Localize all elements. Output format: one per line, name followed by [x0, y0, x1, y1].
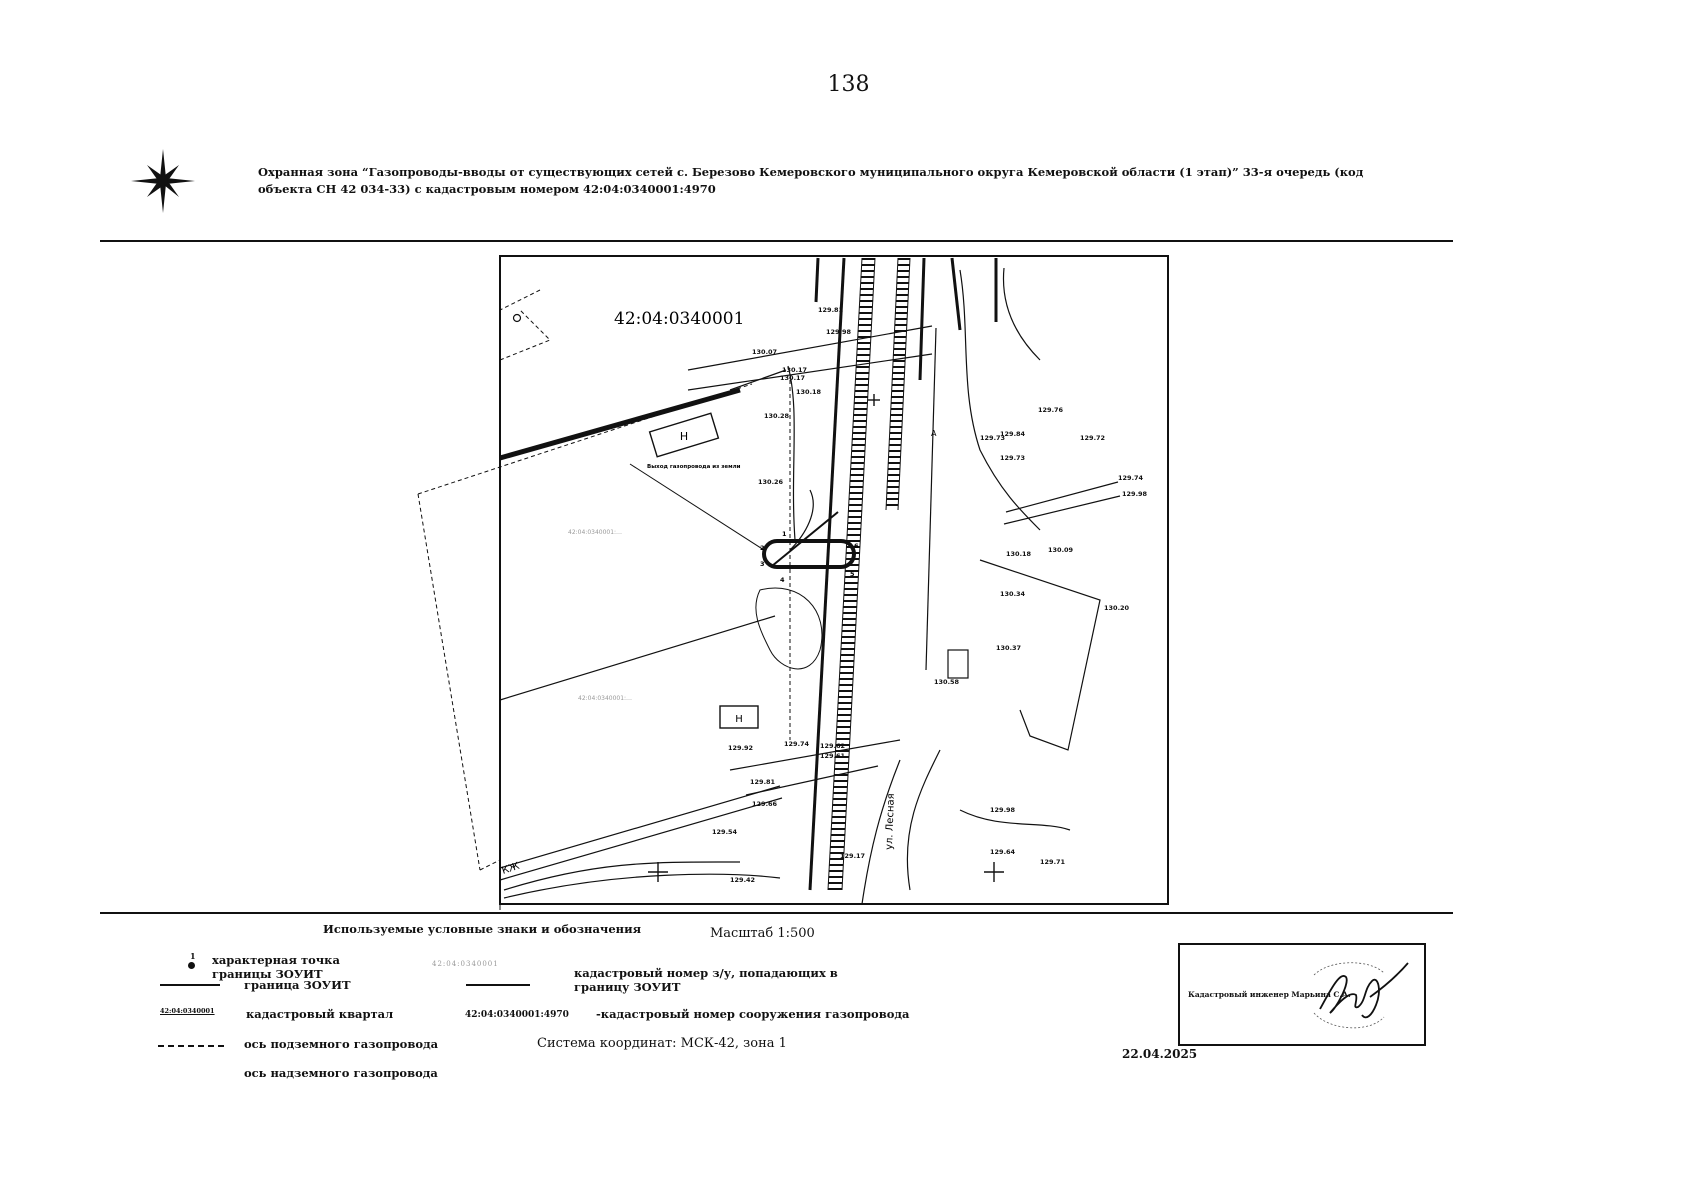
svg-text:129.73: 129.73: [1000, 454, 1025, 462]
svg-text:130.18: 130.18: [796, 388, 822, 396]
symbol-a: А: [931, 429, 937, 438]
underground-axis-line-icon: [158, 1045, 224, 1047]
parcel-boundary-line-icon: [466, 984, 530, 986]
legend-point-number: 1: [190, 951, 196, 961]
legend-divider: [100, 912, 1453, 914]
legend-label: характерная точка границы ЗОУИТ: [212, 953, 340, 981]
svg-text:130.07: 130.07: [752, 348, 777, 356]
signature-icon: [1313, 962, 1409, 1029]
svg-text:130.37: 130.37: [996, 644, 1021, 652]
svg-text:130.17: 130.17: [780, 374, 805, 382]
svg-text:129.17: 129.17: [840, 852, 865, 860]
corner-label: КЖ: [501, 861, 522, 877]
svg-text:129.81: 129.81: [750, 778, 776, 786]
cadastral-map: 42:04:0340001 Выход газопровода из земли…: [417, 255, 1169, 910]
svg-text:3: 3: [760, 560, 765, 568]
svg-text:130.20: 130.20: [1104, 604, 1130, 612]
parcel-boundary-dashed: [417, 289, 791, 871]
svg-text:2: 2: [760, 544, 765, 552]
svg-text:129.64: 129.64: [990, 848, 1016, 856]
legend-label: ось надземного газопровода: [244, 1066, 438, 1080]
parcel-number-sample: 42:04:0340001: [432, 960, 499, 968]
svg-text:130.26: 130.26: [758, 478, 784, 486]
svg-text:1: 1: [782, 530, 787, 538]
elevation-marks: 129.81 129.98 130.07 130.17 130.17 130.1…: [712, 306, 1148, 884]
svg-text:4: 4: [780, 576, 785, 584]
road-hatching: [828, 258, 875, 890]
svg-text:129.98: 129.98: [826, 328, 852, 336]
legend-label: -кадастровый номер сооружения газопровод…: [596, 1007, 910, 1021]
legend-heading: Используемые условные знаки и обозначени…: [323, 922, 642, 936]
quarter-sample: 42:04:0340001: [160, 1007, 215, 1015]
svg-text:129.72: 129.72: [1080, 434, 1105, 442]
gas-outlet-oval: [762, 539, 856, 569]
compass-rose-icon: [131, 149, 195, 213]
svg-text:129.76: 129.76: [1038, 406, 1064, 414]
outlet-callout-leader: [629, 463, 765, 551]
svg-text:129.54: 129.54: [712, 828, 738, 836]
header-divider: [100, 240, 1453, 242]
svg-text:129.73: 129.73: [980, 434, 1005, 442]
svg-text:129.66: 129.66: [752, 800, 778, 808]
page-number: 138: [827, 72, 870, 97]
cadastral-quarter-label: 42:04:0340001: [614, 309, 744, 329]
legend-label: граница ЗОУИТ: [244, 978, 351, 992]
signature-stamp: Кадастровый инженер Марьина С.А.: [1178, 943, 1426, 1046]
document-date: 22.04.2025: [1122, 1047, 1198, 1061]
svg-text:129.74: 129.74: [784, 740, 810, 748]
map-scale: Масштаб 1:500: [710, 926, 815, 941]
svg-text:129.62: 129.62: [820, 742, 845, 750]
faint-parcel-label: 42:04:0340001:…: [578, 695, 632, 702]
street-label: ул. Лесная: [884, 793, 897, 850]
legend-label: кадастровый номер з/у, попадающих в гран…: [574, 966, 838, 994]
svg-text:129.92: 129.92: [728, 744, 753, 752]
building-outline: [719, 705, 759, 729]
coordinate-system: Система координат: МСК-42, зона 1: [537, 1036, 787, 1051]
parcel-boundary-thick: [499, 387, 741, 461]
stamp-text: Кадастровый инженер Марьина С.А.: [1188, 990, 1351, 999]
svg-text:129.81: 129.81: [818, 306, 844, 314]
svg-text:129.42: 129.42: [730, 876, 755, 884]
svg-text:130.34: 130.34: [1000, 590, 1026, 598]
svg-text:5: 5: [850, 570, 855, 578]
svg-text:129.98: 129.98: [1122, 490, 1148, 498]
svg-text:129.84: 129.84: [1000, 430, 1026, 438]
zone-boundary-line-icon: [160, 984, 220, 986]
svg-text:129.61: 129.61: [820, 752, 846, 760]
structure-sample: 42:04:0340001:4970: [465, 1010, 569, 1020]
boundary-point-icon: [188, 962, 195, 969]
legend-label: ось подземного газопровода: [244, 1037, 439, 1051]
svg-text:130.18: 130.18: [1006, 550, 1032, 558]
svg-text:129.98: 129.98: [990, 806, 1016, 814]
svg-text:129.74: 129.74: [1118, 474, 1144, 482]
svg-text:130.09: 130.09: [1048, 546, 1074, 554]
svg-text:130.28: 130.28: [764, 412, 790, 420]
svg-text:130.58: 130.58: [934, 678, 960, 686]
document-title: Охранная зона “Газопроводы-вводы от суще…: [258, 165, 1364, 196]
legend-label: кадастровый квартал: [246, 1007, 394, 1021]
building-label: Н: [680, 430, 688, 443]
svg-text:130.17: 130.17: [782, 366, 807, 374]
svg-text:129.71: 129.71: [1040, 858, 1066, 866]
outlet-callout-label: Выход газопровода из земли: [647, 464, 741, 470]
building-label: Н: [735, 714, 743, 725]
building-outline: [648, 412, 720, 458]
faint-parcel-label: 42:04:0340001:…: [568, 529, 622, 536]
svg-text:6: 6: [854, 542, 859, 550]
zone-point-labels: 1 2 3 4 5 6: [760, 530, 859, 584]
